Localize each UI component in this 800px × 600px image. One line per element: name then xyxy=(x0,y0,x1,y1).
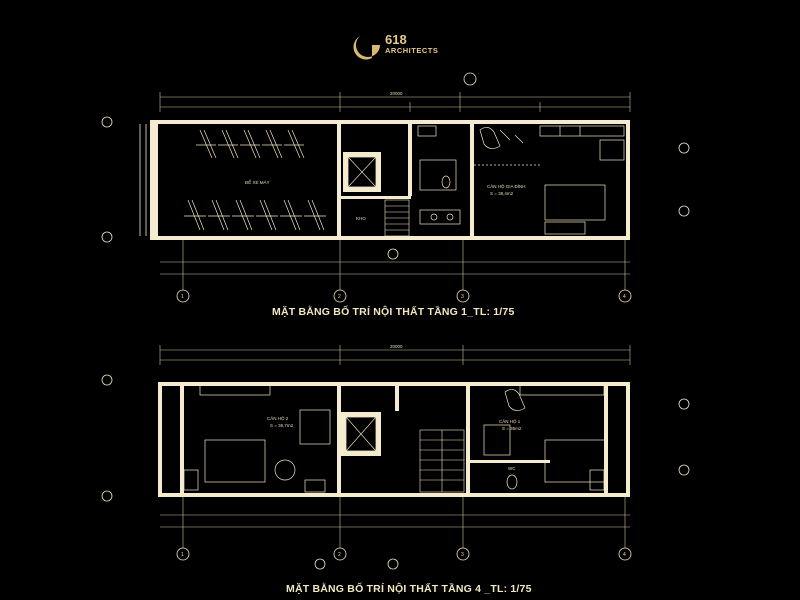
logo-mark-icon xyxy=(353,36,380,60)
plan4-wc-label: WC xyxy=(508,466,516,471)
logo-name: ARCHITECTS xyxy=(385,46,438,55)
plan-floor-4: 20000 xyxy=(101,344,690,595)
plan4-stair xyxy=(419,429,465,493)
plan4-grid-markers: 1 2 3 4 xyxy=(101,374,690,570)
plan1-wall-left xyxy=(150,120,158,240)
plan-floor-1: 20000 ĐỂ XE MÁ xyxy=(101,72,690,318)
plan1-grid-1: 1 xyxy=(181,294,184,300)
plan1-total-dim: 20000 xyxy=(390,91,403,96)
plan1-parking-label: ĐỂ XE MÁY xyxy=(245,179,270,185)
plan1-elevator xyxy=(343,152,381,192)
plan4-apt1-area: S = 35m2 xyxy=(502,426,522,431)
plan1-title: MẶT BẰNG BỐ TRÍ NỘI THẤT TẦNG 1_TL: 1/75 xyxy=(272,304,515,318)
plan4-apartment-2 xyxy=(183,384,331,493)
plan1-wall-top xyxy=(158,120,630,124)
plan1-wall-right xyxy=(626,120,630,240)
plan4-grid-4: 4 xyxy=(623,552,626,558)
plan1-stair xyxy=(384,199,410,237)
plan4-title: MẶT BẰNG BỐ TRÍ NỘI THẤT TẦNG 4 _TL: 1/7… xyxy=(286,581,532,595)
plan1-family-area: S = 38,4m2 xyxy=(490,191,514,196)
plan1-grid-3: 3 xyxy=(461,294,464,300)
logo: 618 ARCHITECTS xyxy=(353,32,438,60)
plan1-storage-label: KHO xyxy=(356,216,366,221)
plan4-grid-2: 2 xyxy=(338,552,341,558)
plan1-family-apartment xyxy=(474,125,625,235)
plan4-apt2-label: CĂN HỘ 2 xyxy=(267,415,289,421)
plan4-apt2-area: S = 36,7m2 xyxy=(270,423,294,428)
plan1-gate xyxy=(139,124,147,236)
plan1-wall-bottom xyxy=(158,236,630,240)
plan1-grid-4: 4 xyxy=(623,294,626,300)
plan1-grid-2: 2 xyxy=(338,294,341,300)
plan1-grid-markers: 1 2 3 4 xyxy=(101,72,690,303)
plan4-grid-1: 1 xyxy=(181,552,184,558)
plan4-elevator xyxy=(341,412,381,456)
plan1-wc xyxy=(417,125,461,225)
plan4-grid-3: 3 xyxy=(461,552,464,558)
plan4-apartment-1 xyxy=(483,384,606,491)
plan4-total-dim: 20000 xyxy=(390,344,403,349)
logo-number: 618 xyxy=(385,32,407,47)
plan4-apt1-label: CĂN HỘ 1 xyxy=(499,418,521,424)
plan1-motorbikes-bottom xyxy=(184,199,326,231)
plan1-motorbikes-top xyxy=(196,129,305,159)
plan1-family-label: CĂN HỘ GIA ĐÌNH xyxy=(487,183,526,189)
